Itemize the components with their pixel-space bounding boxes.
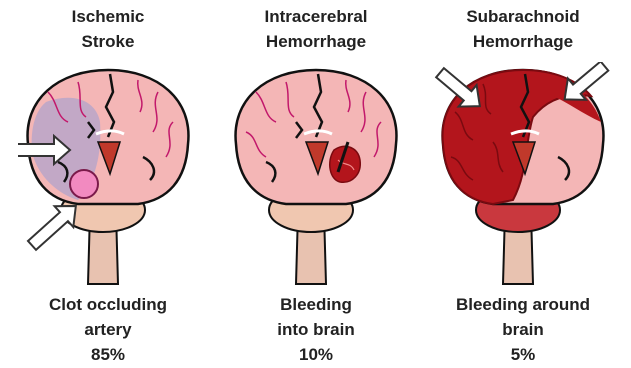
caption-line-1: Bleeding around xyxy=(428,292,618,317)
percent-label: 10% xyxy=(221,342,411,367)
ischemic-brain-illustration xyxy=(18,62,198,287)
panel-title: Intracerebral Hemorrhage xyxy=(221,4,411,54)
subarachnoid-hemorrhage-panel: Subarachnoid Hemorrhage Bleeding around xyxy=(428,0,618,368)
caption-line-1: Clot occluding xyxy=(13,292,203,317)
percent-label: 5% xyxy=(428,342,618,367)
intracerebral-brain-illustration xyxy=(226,62,406,287)
panel-caption: Clot occluding artery 85% xyxy=(13,292,203,367)
ischemic-stroke-panel: Ischemic Stroke xyxy=(13,0,203,368)
percent-label: 85% xyxy=(13,342,203,367)
panel-caption: Bleeding into brain 10% xyxy=(221,292,411,367)
panel-caption: Bleeding around brain 5% xyxy=(428,292,618,367)
clot xyxy=(70,170,98,198)
caption-line-2: artery xyxy=(13,317,203,342)
caption-line-2: brain xyxy=(428,317,618,342)
caption-line-1: Bleeding xyxy=(221,292,411,317)
intracerebral-hemorrhage-panel: Intracerebral Hemorrhage Bleeding into b… xyxy=(221,0,411,368)
title-line-1: Ischemic xyxy=(13,4,203,29)
title-line-2: Hemorrhage xyxy=(221,29,411,54)
title-line-2: Stroke xyxy=(13,29,203,54)
title-line-1: Subarachnoid xyxy=(428,4,618,29)
title-line-1: Intracerebral xyxy=(221,4,411,29)
subarachnoid-brain-illustration xyxy=(433,62,613,287)
title-line-2: Hemorrhage xyxy=(428,29,618,54)
panel-title: Subarachnoid Hemorrhage xyxy=(428,4,618,54)
panel-title: Ischemic Stroke xyxy=(13,4,203,54)
caption-line-2: into brain xyxy=(221,317,411,342)
